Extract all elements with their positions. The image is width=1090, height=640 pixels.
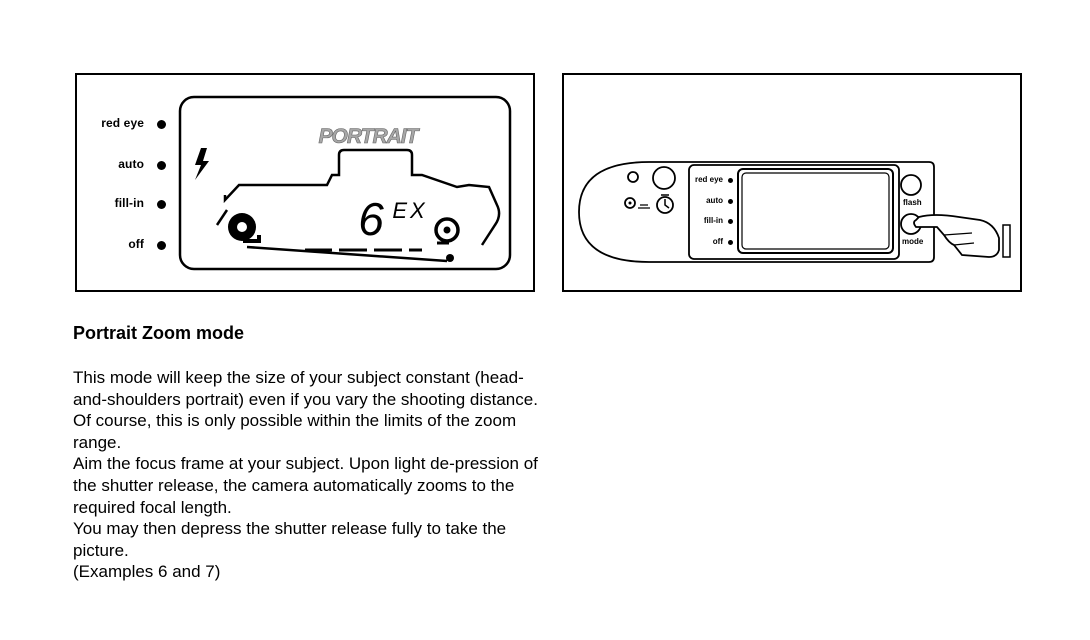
flash-mode-label: off — [712, 237, 723, 246]
flash-mode-label: fill-in — [114, 196, 144, 210]
flash-button-label: flash — [903, 198, 922, 207]
body-paragraph: This mode will keep the size of your sub… — [73, 368, 538, 452]
indicator-dot — [728, 219, 733, 224]
self-timer-icon — [656, 194, 674, 214]
flash-bolt-icon — [195, 148, 209, 180]
frame-counter-suffix: EX — [392, 198, 427, 223]
indicator-dot — [157, 200, 166, 209]
lcd-illustration: PORTRAIT 6 EX — [178, 95, 512, 271]
indicator-dot — [157, 120, 166, 129]
flash-mode-label: auto — [118, 157, 144, 171]
portrait-mode-word: PORTRAIT — [319, 125, 421, 148]
indicator-dot — [728, 178, 733, 183]
indicator-dot — [728, 240, 733, 245]
pointing-hand-icon — [913, 214, 1011, 258]
flash-mode-label: auto — [706, 196, 723, 205]
camera-top-figure: red eye auto fill-in off flash mode — [562, 73, 1022, 292]
film-spool-icon — [228, 213, 261, 243]
film-end-icon — [434, 217, 460, 262]
body-paragraph: (Examples 6 and 7) — [73, 562, 221, 582]
body-paragraph: Aim the focus frame at your subject. Upo… — [73, 454, 538, 517]
indicator-dot — [157, 161, 166, 170]
portrait-zoom-icon — [624, 197, 650, 209]
body-paragraph: You may then depress the shutter release… — [73, 519, 507, 560]
camera-illustration — [578, 161, 1011, 263]
section-body: This mode will keep the size of your sub… — [73, 367, 543, 583]
indicator-dot — [157, 241, 166, 250]
lcd-display-figure: PORTRAIT 6 EX red eye auto fill-in off — [75, 73, 535, 292]
frame-counter-digit: 6 — [358, 193, 384, 245]
flash-mode-label: off — [128, 237, 144, 251]
flash-mode-label: red eye — [694, 175, 723, 184]
flash-mode-label: red eye — [101, 116, 144, 130]
flash-mode-label: fill-in — [703, 216, 723, 225]
section-title: Portrait Zoom mode — [73, 323, 245, 343]
mode-button-label: mode — [902, 237, 924, 246]
indicator-dot — [728, 199, 733, 204]
